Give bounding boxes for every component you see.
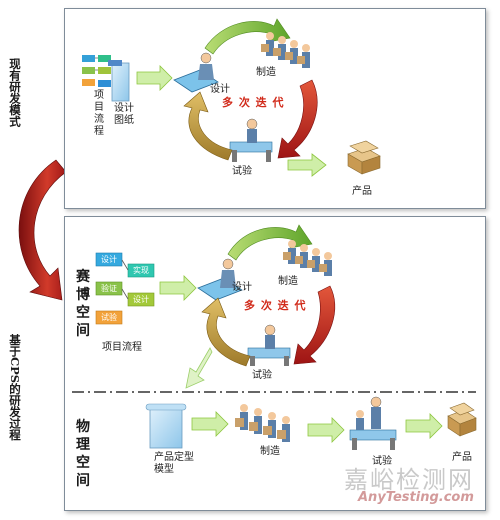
current-mode-label: 现有研发模式 xyxy=(8,58,22,127)
watermark-url: AnyTesting.com xyxy=(358,490,474,505)
product-boxes-physical xyxy=(447,402,477,437)
test-label-physical: 试验 xyxy=(372,456,392,467)
manufacture-label-top: 制造 xyxy=(256,67,276,78)
product-label-physical: 产品 xyxy=(452,452,472,463)
design-drawing-icon xyxy=(108,60,130,102)
flow-box-3-label: 验证 xyxy=(101,284,117,293)
product-boxes-top xyxy=(347,140,381,175)
project-flow-label-top: 项目流程 xyxy=(94,90,104,137)
design-label-bottom: 设计 xyxy=(232,282,252,293)
product-label-top: 产品 xyxy=(352,186,372,197)
project-flow-chart xyxy=(82,55,111,87)
test-label-top: 试验 xyxy=(232,166,252,177)
cps-process-label: 基于CPS的研发过程 xyxy=(8,334,22,441)
project-flow-chart-bottom xyxy=(95,252,155,325)
design-label-top: 设计 xyxy=(210,84,230,95)
flow-box-5-label: 试验 xyxy=(101,313,117,322)
manufacture-workers-cyber xyxy=(283,240,332,276)
manufacture-workers-top xyxy=(261,32,310,68)
product-model-label: 产品定型模型 xyxy=(154,452,194,475)
watermark-text: 嘉峪检测网 xyxy=(344,466,474,494)
test-label-cyber: 试验 xyxy=(252,370,272,381)
test-figure-cyber xyxy=(247,324,291,366)
manufacture-label-cyber: 制造 xyxy=(278,276,298,287)
test-figure-physical xyxy=(349,396,397,450)
flow-box-1-label: 设计 xyxy=(101,255,117,264)
project-flow-label-bottom: 项目流程 xyxy=(102,342,142,353)
designer-figure-top xyxy=(173,52,219,93)
cyber-space-label: 赛博空间 xyxy=(76,269,90,339)
designer-figure-bottom xyxy=(197,258,243,301)
product-model-scroll xyxy=(145,403,187,449)
flow-box-4-label: 设计 xyxy=(133,295,149,304)
test-figure-top xyxy=(229,118,273,162)
current-mode-panel xyxy=(64,8,486,209)
iteration-label-bottom: 多 次 迭 代 xyxy=(244,299,307,312)
design-drawing-label: 设计图纸 xyxy=(114,103,134,126)
manufacture-workers-physical xyxy=(235,404,290,442)
iteration-label-top: 多 次 迭 代 xyxy=(222,96,285,109)
physical-space-label: 物理空间 xyxy=(76,419,90,489)
flow-box-2-label: 实现 xyxy=(133,266,149,275)
manufacture-label-physical: 制造 xyxy=(260,446,280,457)
